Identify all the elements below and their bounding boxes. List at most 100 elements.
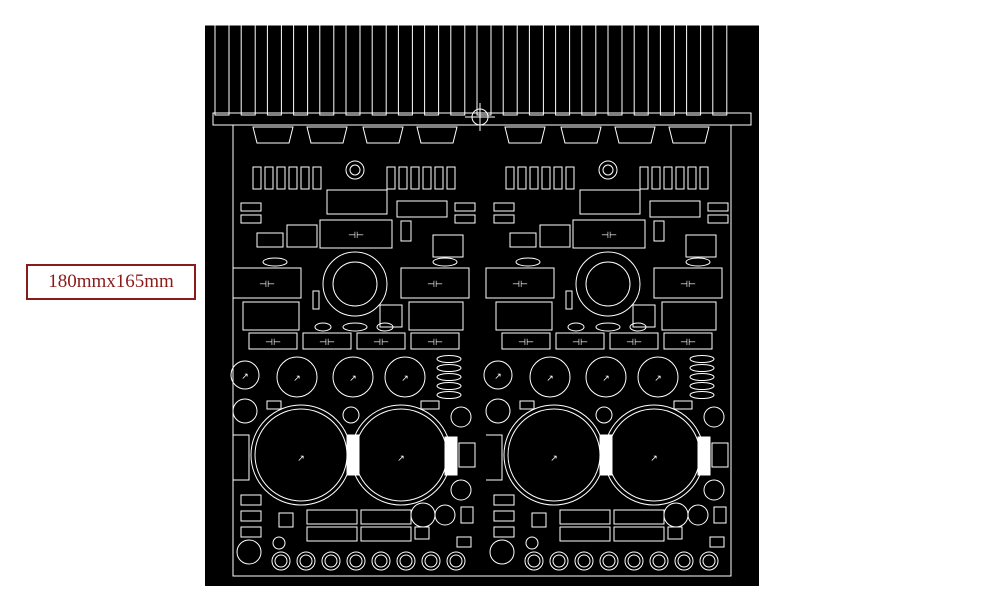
- power-transistor-pad: [362, 126, 404, 144]
- capacitor-symbol: ⊣⊢: [427, 280, 443, 290]
- capacitor-symbol: ⊣⊢: [348, 231, 364, 241]
- capacitor-box: [242, 301, 300, 331]
- resistor: [515, 257, 541, 267]
- bridge-clamp: [599, 434, 613, 476]
- film-capacitor: [356, 332, 406, 350]
- output-terminal-inner: [627, 554, 641, 568]
- resistor: [436, 391, 462, 399]
- electrolytic-capacitor-box: [653, 267, 723, 299]
- smd-capacitor: [240, 214, 262, 224]
- small-capacitor: [595, 406, 613, 424]
- electrolytic-capacitor: [450, 479, 472, 501]
- resistor: [493, 510, 515, 522]
- resistor: [505, 166, 515, 190]
- output-terminal: [649, 551, 669, 571]
- transistor: [460, 506, 474, 524]
- film-capacitor: [501, 332, 551, 350]
- film-capacitor: [613, 509, 665, 525]
- resistor: [663, 166, 673, 190]
- terminal-connector: [233, 434, 250, 481]
- resistor: [240, 526, 262, 538]
- output-terminal: [271, 551, 291, 571]
- electrolytic-capacitor: [489, 539, 515, 565]
- resistor: [436, 364, 462, 372]
- transistor: [653, 220, 665, 242]
- output-terminal: [599, 551, 619, 571]
- electrolytic-capacitor: [529, 356, 571, 398]
- power-transistor-pad: [560, 126, 602, 144]
- bridge-clamp: [444, 436, 458, 476]
- film-capacitor: [663, 332, 713, 350]
- resistor: [240, 510, 262, 522]
- polarity-mark: ↗: [650, 454, 658, 464]
- polarity-mark: ↗: [241, 372, 249, 382]
- output-terminal: [371, 551, 391, 571]
- terminal-connector: [486, 434, 503, 481]
- electrolytic-capacitor: [332, 356, 374, 398]
- output-terminal-inner: [527, 554, 541, 568]
- resistor: [565, 290, 573, 310]
- electrolytic-capacitor: [410, 502, 436, 528]
- film-capacitor: [559, 526, 611, 542]
- heatsink-fin: [633, 25, 649, 116]
- heatsink-fin: [528, 25, 544, 116]
- transistor-array: [685, 234, 717, 258]
- output-terminal: [699, 551, 719, 571]
- resistor: [685, 257, 711, 267]
- capacitor-symbol: ⊣⊢: [373, 338, 389, 348]
- smd-capacitor: [493, 202, 515, 212]
- trimmer-icon: [349, 164, 361, 176]
- film-capacitor: [306, 526, 358, 542]
- smd-capacitor: [707, 214, 729, 224]
- output-terminal-inner: [449, 554, 463, 568]
- output-terminal: [296, 551, 316, 571]
- transistor-array: [432, 234, 464, 258]
- trimmer-icon: [345, 160, 365, 180]
- heatsink-fin: [371, 25, 387, 116]
- electrolytic-capacitor: [637, 356, 679, 398]
- output-terminal: [446, 551, 466, 571]
- electrolytic-capacitor: [687, 504, 709, 526]
- smd-capacitor: [240, 202, 262, 212]
- film-capacitor: [360, 526, 412, 542]
- resistor: [376, 322, 394, 332]
- polarity-mark: ↗: [397, 454, 405, 464]
- power-transistor-pad: [614, 126, 656, 144]
- output-terminal: [346, 551, 366, 571]
- resistor: [553, 166, 563, 190]
- board-dimension-label: 180mmx165mm: [26, 264, 196, 300]
- heatsink-fin: [293, 25, 309, 116]
- transistor: [531, 512, 547, 528]
- electrolytic-capacitor-box: [400, 267, 470, 299]
- resistor: [517, 166, 527, 190]
- smd-capacitor: [493, 214, 515, 224]
- resistor: [300, 166, 310, 190]
- film-capacitor: [609, 332, 659, 350]
- resistor: [252, 166, 262, 190]
- resistor: [314, 322, 332, 332]
- trimmer-icon: [598, 160, 618, 180]
- resistor: [436, 382, 462, 390]
- resistor: [675, 166, 685, 190]
- electrolytic-capacitor: [703, 406, 725, 428]
- film-capacitor: [248, 332, 298, 350]
- output-terminal-inner: [324, 554, 338, 568]
- heatsink-fin: [345, 25, 361, 116]
- resistor: [567, 322, 585, 332]
- polarity-mark: ↗: [602, 374, 610, 384]
- polarity-mark: ↗: [654, 374, 662, 384]
- heatsink-fin: [476, 25, 492, 116]
- output-terminal-inner: [677, 554, 691, 568]
- resistor: [398, 166, 408, 190]
- power-transistor-pad: [668, 126, 710, 144]
- smd-capacitor: [707, 202, 729, 212]
- transistor: [709, 536, 725, 548]
- heatsink-fin: [555, 25, 571, 116]
- board-outline: [232, 125, 732, 577]
- polarity-mark: ↗: [494, 372, 502, 382]
- output-terminal-inner: [577, 554, 591, 568]
- electrolytic-capacitor-box: [232, 267, 302, 299]
- electrolytic-capacitor: [450, 406, 472, 428]
- small-capacitor: [525, 536, 539, 550]
- smd-capacitor: [519, 400, 535, 410]
